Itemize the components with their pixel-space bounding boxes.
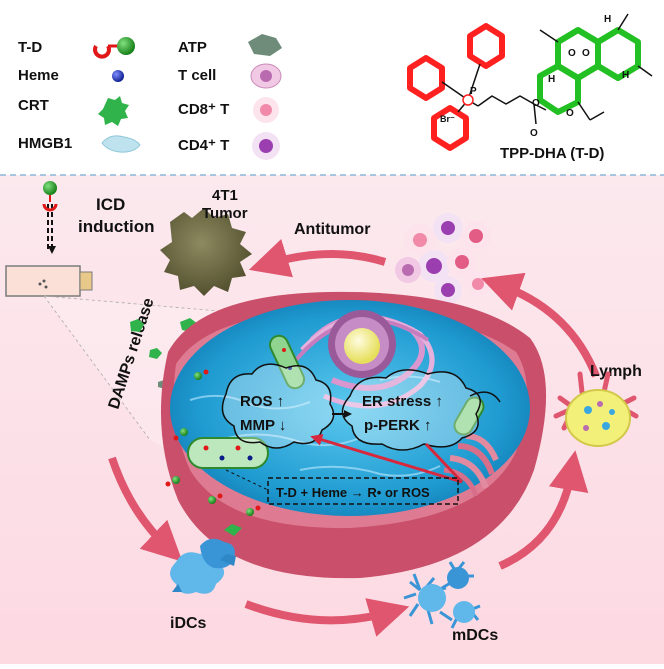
atp-icon	[248, 34, 282, 56]
nucleolus	[344, 328, 380, 364]
crt-icon	[98, 96, 129, 126]
atom-o-4: O	[566, 108, 574, 119]
td-particles	[165, 369, 261, 516]
legend: T-D Heme CRT HMGB1 ATP T cell CD8⁺ T C	[18, 34, 282, 160]
atom-o-1: O	[568, 48, 576, 59]
reaction-box	[267, 477, 459, 505]
atom-o-2: O	[582, 48, 590, 59]
crt-particle	[149, 348, 162, 359]
tumor-cell: ROS ↑ MMP ↓ ER stress ↑ p-PERK ↑ T-D + H…	[160, 291, 547, 579]
er-stress-cloud	[341, 369, 481, 451]
antitumor-label: Antitumor	[294, 221, 370, 238]
icd-label-line2: induction	[78, 217, 154, 236]
damps-to-idc-arrow	[108, 456, 183, 562]
cd8-t-cell-icon	[253, 97, 279, 123]
lymph-node	[553, 371, 639, 447]
golgi-to-er-arrow	[424, 442, 464, 484]
atom-o-5: O	[530, 128, 538, 139]
t-cell-icon	[250, 63, 282, 89]
atom-h-3: H	[548, 74, 555, 85]
mitochondrion-left	[187, 437, 269, 469]
cd4-t-cell-icon	[252, 132, 280, 160]
tumor-4t1: 4T1 Tumor	[160, 187, 252, 296]
mdcs-label: mDCs	[452, 627, 498, 644]
legend-label-tcell: T cell	[178, 67, 216, 84]
tumor-label-line1: 4T1	[212, 187, 238, 204]
reaction-link	[225, 469, 269, 491]
tumor-label-line2: Tumor	[202, 205, 248, 222]
atom-o-3: O	[532, 98, 540, 109]
antitumor-arrow	[248, 239, 387, 278]
td-drug-icon	[42, 181, 58, 212]
mdc-cluster	[403, 561, 481, 629]
hmgb1-icon	[101, 135, 141, 153]
golgi-apparatus	[443, 433, 499, 497]
lymph-label: Lymph	[590, 363, 642, 380]
td-conjugate-icon	[93, 37, 135, 59]
mmp-label: MMP ↓	[240, 417, 286, 434]
lymph-to-tcell-arrow	[481, 272, 600, 378]
legend-label-crt: CRT	[18, 97, 49, 114]
atom-br: Br⁻	[440, 114, 455, 124]
heme-icon	[112, 70, 124, 82]
atom-p: P	[470, 86, 477, 97]
er-stress-label: ER stress ↑	[362, 393, 443, 410]
culture-flask-icon	[5, 265, 93, 297]
legend-label-cd8: CD8⁺ T	[178, 101, 229, 118]
ros-mmp-cloud	[221, 363, 335, 449]
water-ripples	[189, 375, 441, 477]
molecule-name: TPP-DHA (T-D)	[500, 145, 604, 162]
mitochondrion-right	[453, 396, 485, 436]
reaction-label: T-D + Heme → R• or ROS	[276, 485, 430, 500]
legend-label-hmgb1: HMGB1	[18, 135, 72, 152]
idcs-label: iDCs	[170, 615, 207, 632]
p-perk-label: p-PERK ↑	[364, 417, 432, 434]
mdc-to-lymph-arrow	[498, 450, 589, 570]
idc-cluster	[170, 524, 242, 594]
crt-particle	[130, 319, 144, 332]
er-stress-link	[469, 391, 501, 403]
atom-h-1: H	[604, 14, 611, 25]
icd-label-line1: ICD	[96, 195, 125, 214]
legend-label-cd4: CD4⁺ T	[178, 137, 229, 154]
legend-label-heme: Heme	[18, 67, 59, 84]
tpp-dha-structure: H H H O O O O O P Br⁻ TPP-DHA (T-D)	[407, 13, 653, 162]
ros-label: ROS ↑	[240, 393, 284, 410]
legend-label-td: T-D	[18, 39, 42, 56]
atom-h-2: H	[622, 70, 629, 81]
golgi-to-ros-arrow	[310, 433, 463, 484]
legend-label-atp: ATP	[178, 39, 207, 56]
idc-to-mdc-arrow	[244, 598, 410, 637]
